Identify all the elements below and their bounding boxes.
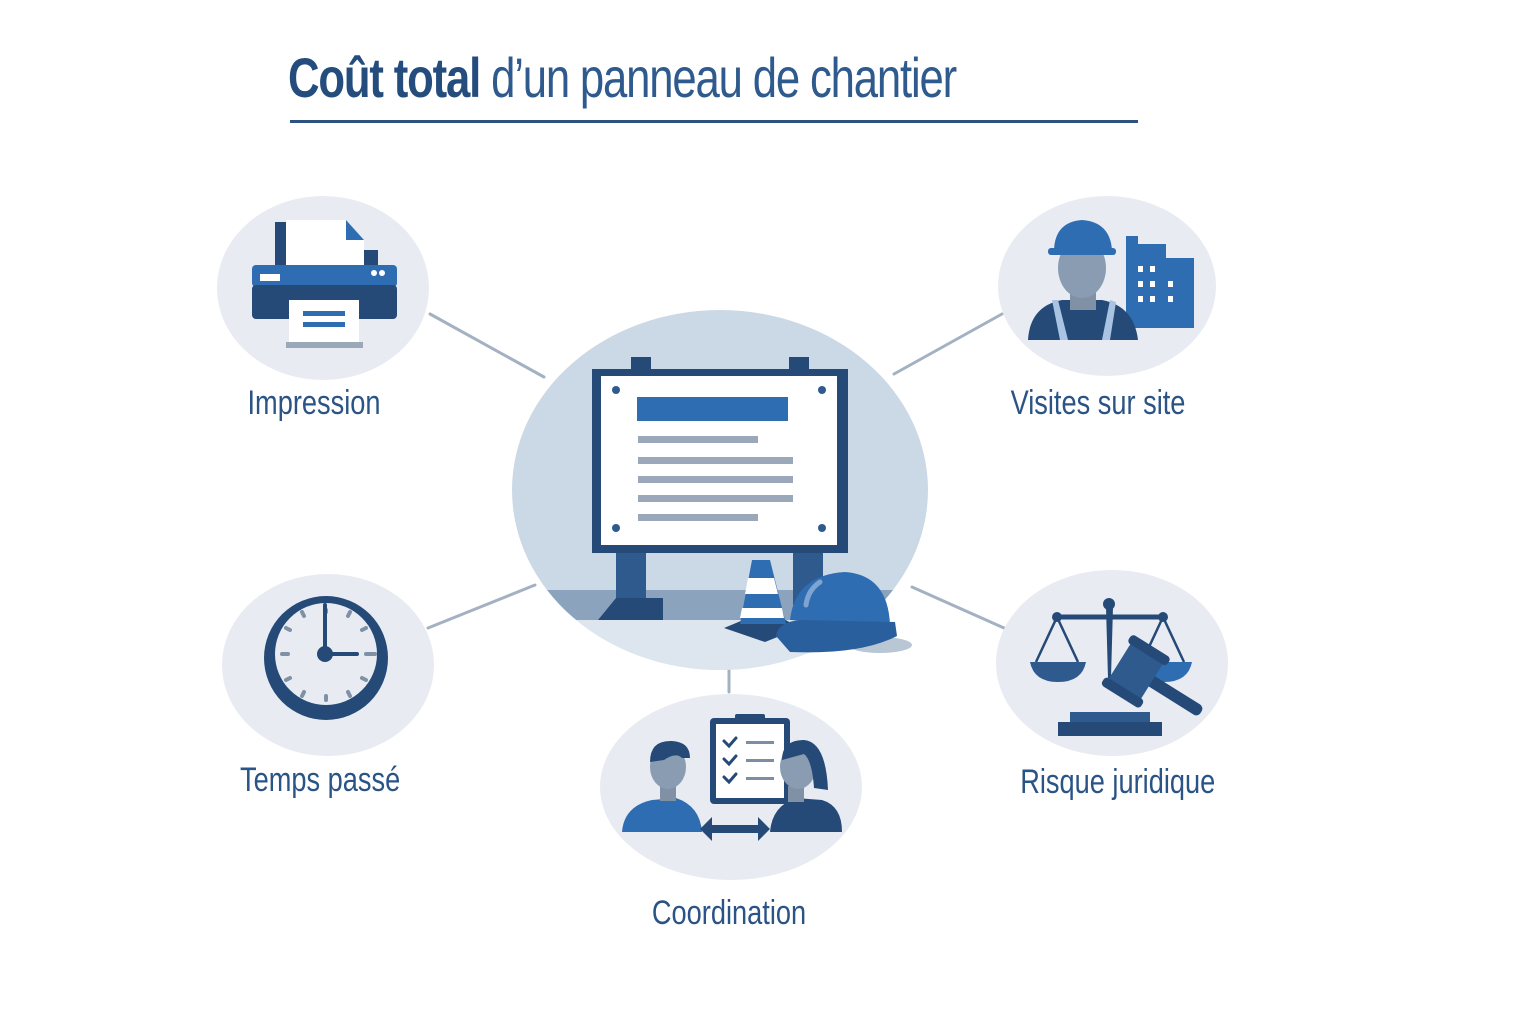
clock-icon [264, 596, 388, 720]
people-checklist-icon [622, 714, 842, 841]
title-underline [290, 120, 1138, 123]
label-temps: Temps passé [240, 761, 401, 799]
title-light: d’un panneau de chantier [480, 46, 957, 109]
title-bold: Coût total [288, 46, 481, 109]
printer-icon [252, 220, 397, 348]
label-visites: Visites sur site [1010, 384, 1186, 422]
construction-worker-building-icon [1028, 220, 1194, 340]
traffic-cone-icon [724, 560, 800, 642]
label-coordination: Coordination [651, 894, 807, 932]
hard-hat-icon [776, 572, 912, 653]
label-impression: Impression [247, 384, 381, 422]
label-risque: Risque juridique [1020, 763, 1216, 801]
page-title: Coût total d’un panneau de chantier [288, 44, 957, 112]
scales-gavel-icon [1030, 598, 1203, 736]
